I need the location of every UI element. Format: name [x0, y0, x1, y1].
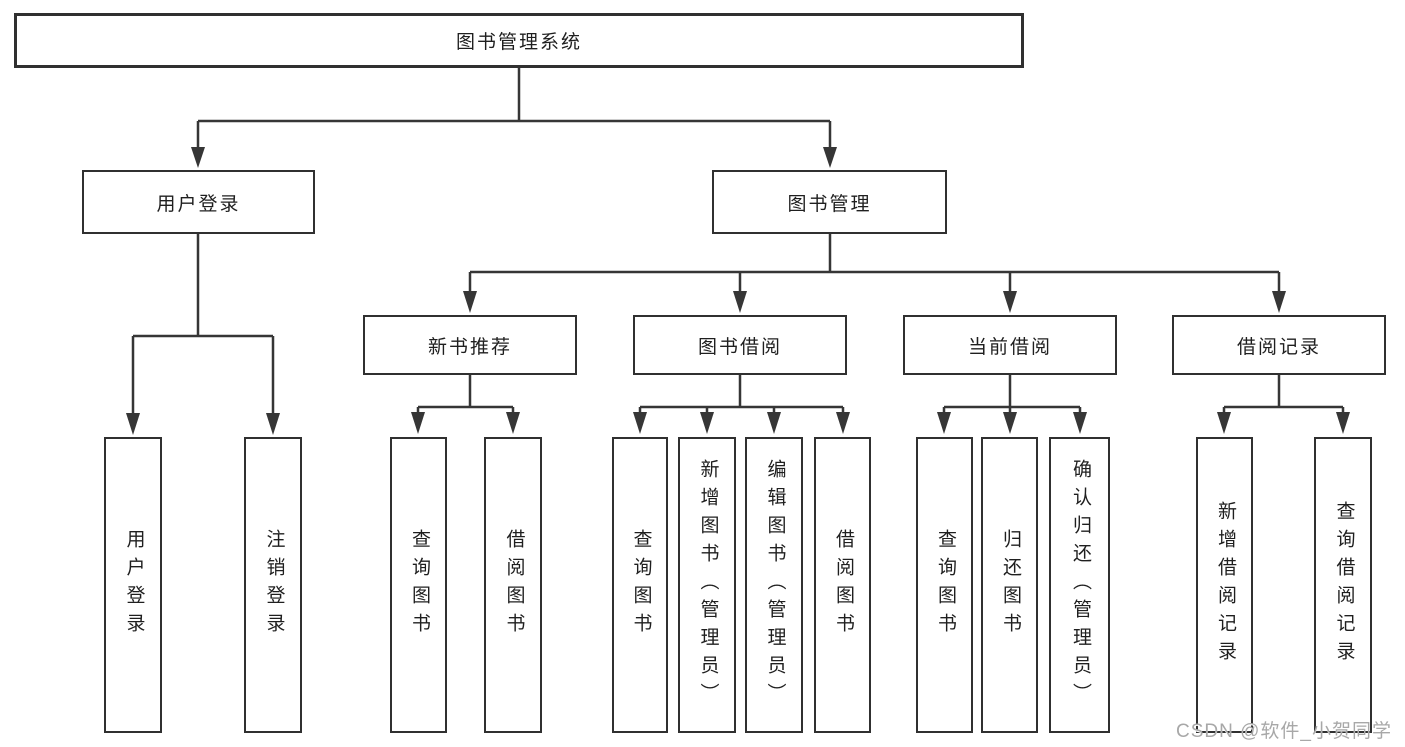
- node-current-confirm-return-admin: 确认归还（管理员）: [1049, 437, 1110, 733]
- arrowhead: [823, 147, 837, 168]
- arrowhead: [767, 412, 781, 434]
- node-label: 归还图书: [999, 529, 1021, 641]
- connector-current-to-leaves: [937, 375, 1087, 434]
- node-recommend-query-books: 查询图书: [390, 437, 447, 733]
- node-label: 借阅图书: [503, 529, 525, 641]
- arrowhead: [1272, 291, 1286, 313]
- arrowhead: [937, 412, 951, 434]
- node-current-return-books: 归还图书: [981, 437, 1038, 733]
- node-borrow-add-books-admin: 新增图书（管理员）: [678, 437, 736, 733]
- node-label: 确认归还（管理员）: [1069, 459, 1091, 711]
- node-label: 查询图书: [934, 529, 956, 641]
- arrowhead: [1217, 412, 1231, 434]
- node-label: 查询借阅记录: [1333, 501, 1355, 669]
- connector-records-to-leaves: [1217, 375, 1350, 434]
- connector-root-to-level2: [191, 68, 837, 168]
- node-label: 用户登录: [156, 193, 241, 215]
- node-label: 当前借阅: [967, 336, 1052, 358]
- node-logout-leaf: 注销登录: [244, 437, 302, 733]
- node-label: 借阅图书: [832, 529, 854, 641]
- arrowhead: [1336, 412, 1350, 434]
- node-borrow-query-books: 查询图书: [612, 437, 668, 733]
- node-label: 查询图书: [630, 529, 652, 641]
- arrowhead: [506, 412, 520, 434]
- node-current-borrow: 当前借阅: [903, 315, 1117, 375]
- node-book-management: 图书管理: [712, 170, 947, 234]
- node-label: 注销登录: [263, 529, 285, 641]
- node-label: 借阅记录: [1236, 336, 1321, 358]
- node-records-query-record: 查询借阅记录: [1314, 437, 1372, 733]
- node-borrow-edit-books-admin: 编辑图书（管理员）: [745, 437, 803, 733]
- arrowhead: [126, 413, 140, 435]
- node-current-query-books: 查询图书: [916, 437, 973, 733]
- arrowhead: [1073, 412, 1087, 434]
- csdn-watermark: CSDN @软件_小贺同学: [1176, 721, 1392, 742]
- arrowhead: [733, 291, 747, 313]
- arrowhead: [700, 412, 714, 434]
- node-label: 图书管理: [787, 193, 872, 215]
- arrowhead: [191, 147, 205, 168]
- arrowhead: [463, 291, 477, 313]
- arrowhead: [1003, 291, 1017, 313]
- node-user-login-leaf: 用户登录: [104, 437, 162, 733]
- connector-borrow-to-leaves: [633, 375, 850, 434]
- node-label: 新增借阅记录: [1214, 501, 1236, 669]
- connector-recommend-to-leaves: [411, 375, 520, 434]
- node-records-add-record: 新增借阅记录: [1196, 437, 1253, 733]
- node-label: 新书推荐: [427, 336, 512, 358]
- node-recommend-borrow-books: 借阅图书: [484, 437, 542, 733]
- node-borrow-borrow-books: 借阅图书: [814, 437, 871, 733]
- node-book-borrow: 图书借阅: [633, 315, 847, 375]
- node-label: 查询图书: [408, 529, 430, 641]
- node-library-management-system: 图书管理系统: [14, 13, 1024, 68]
- connector-book-management-to-level3: [463, 234, 1286, 313]
- node-label: 用户登录: [123, 529, 145, 641]
- node-user-login: 用户登录: [82, 170, 315, 234]
- arrowhead: [836, 412, 850, 434]
- node-label: 新增图书（管理员）: [697, 459, 719, 711]
- arrowhead: [633, 412, 647, 434]
- connector-user-login-to-leaves: [126, 234, 280, 435]
- arrowhead: [1003, 412, 1017, 434]
- node-label: 编辑图书（管理员）: [764, 459, 786, 711]
- node-borrow-records: 借阅记录: [1172, 315, 1386, 375]
- node-label: 图书借阅: [697, 336, 782, 358]
- node-new-book-recommend: 新书推荐: [363, 315, 577, 375]
- node-label: 图书管理系统: [455, 32, 582, 53]
- arrowhead: [266, 413, 280, 435]
- arrowhead: [411, 412, 425, 434]
